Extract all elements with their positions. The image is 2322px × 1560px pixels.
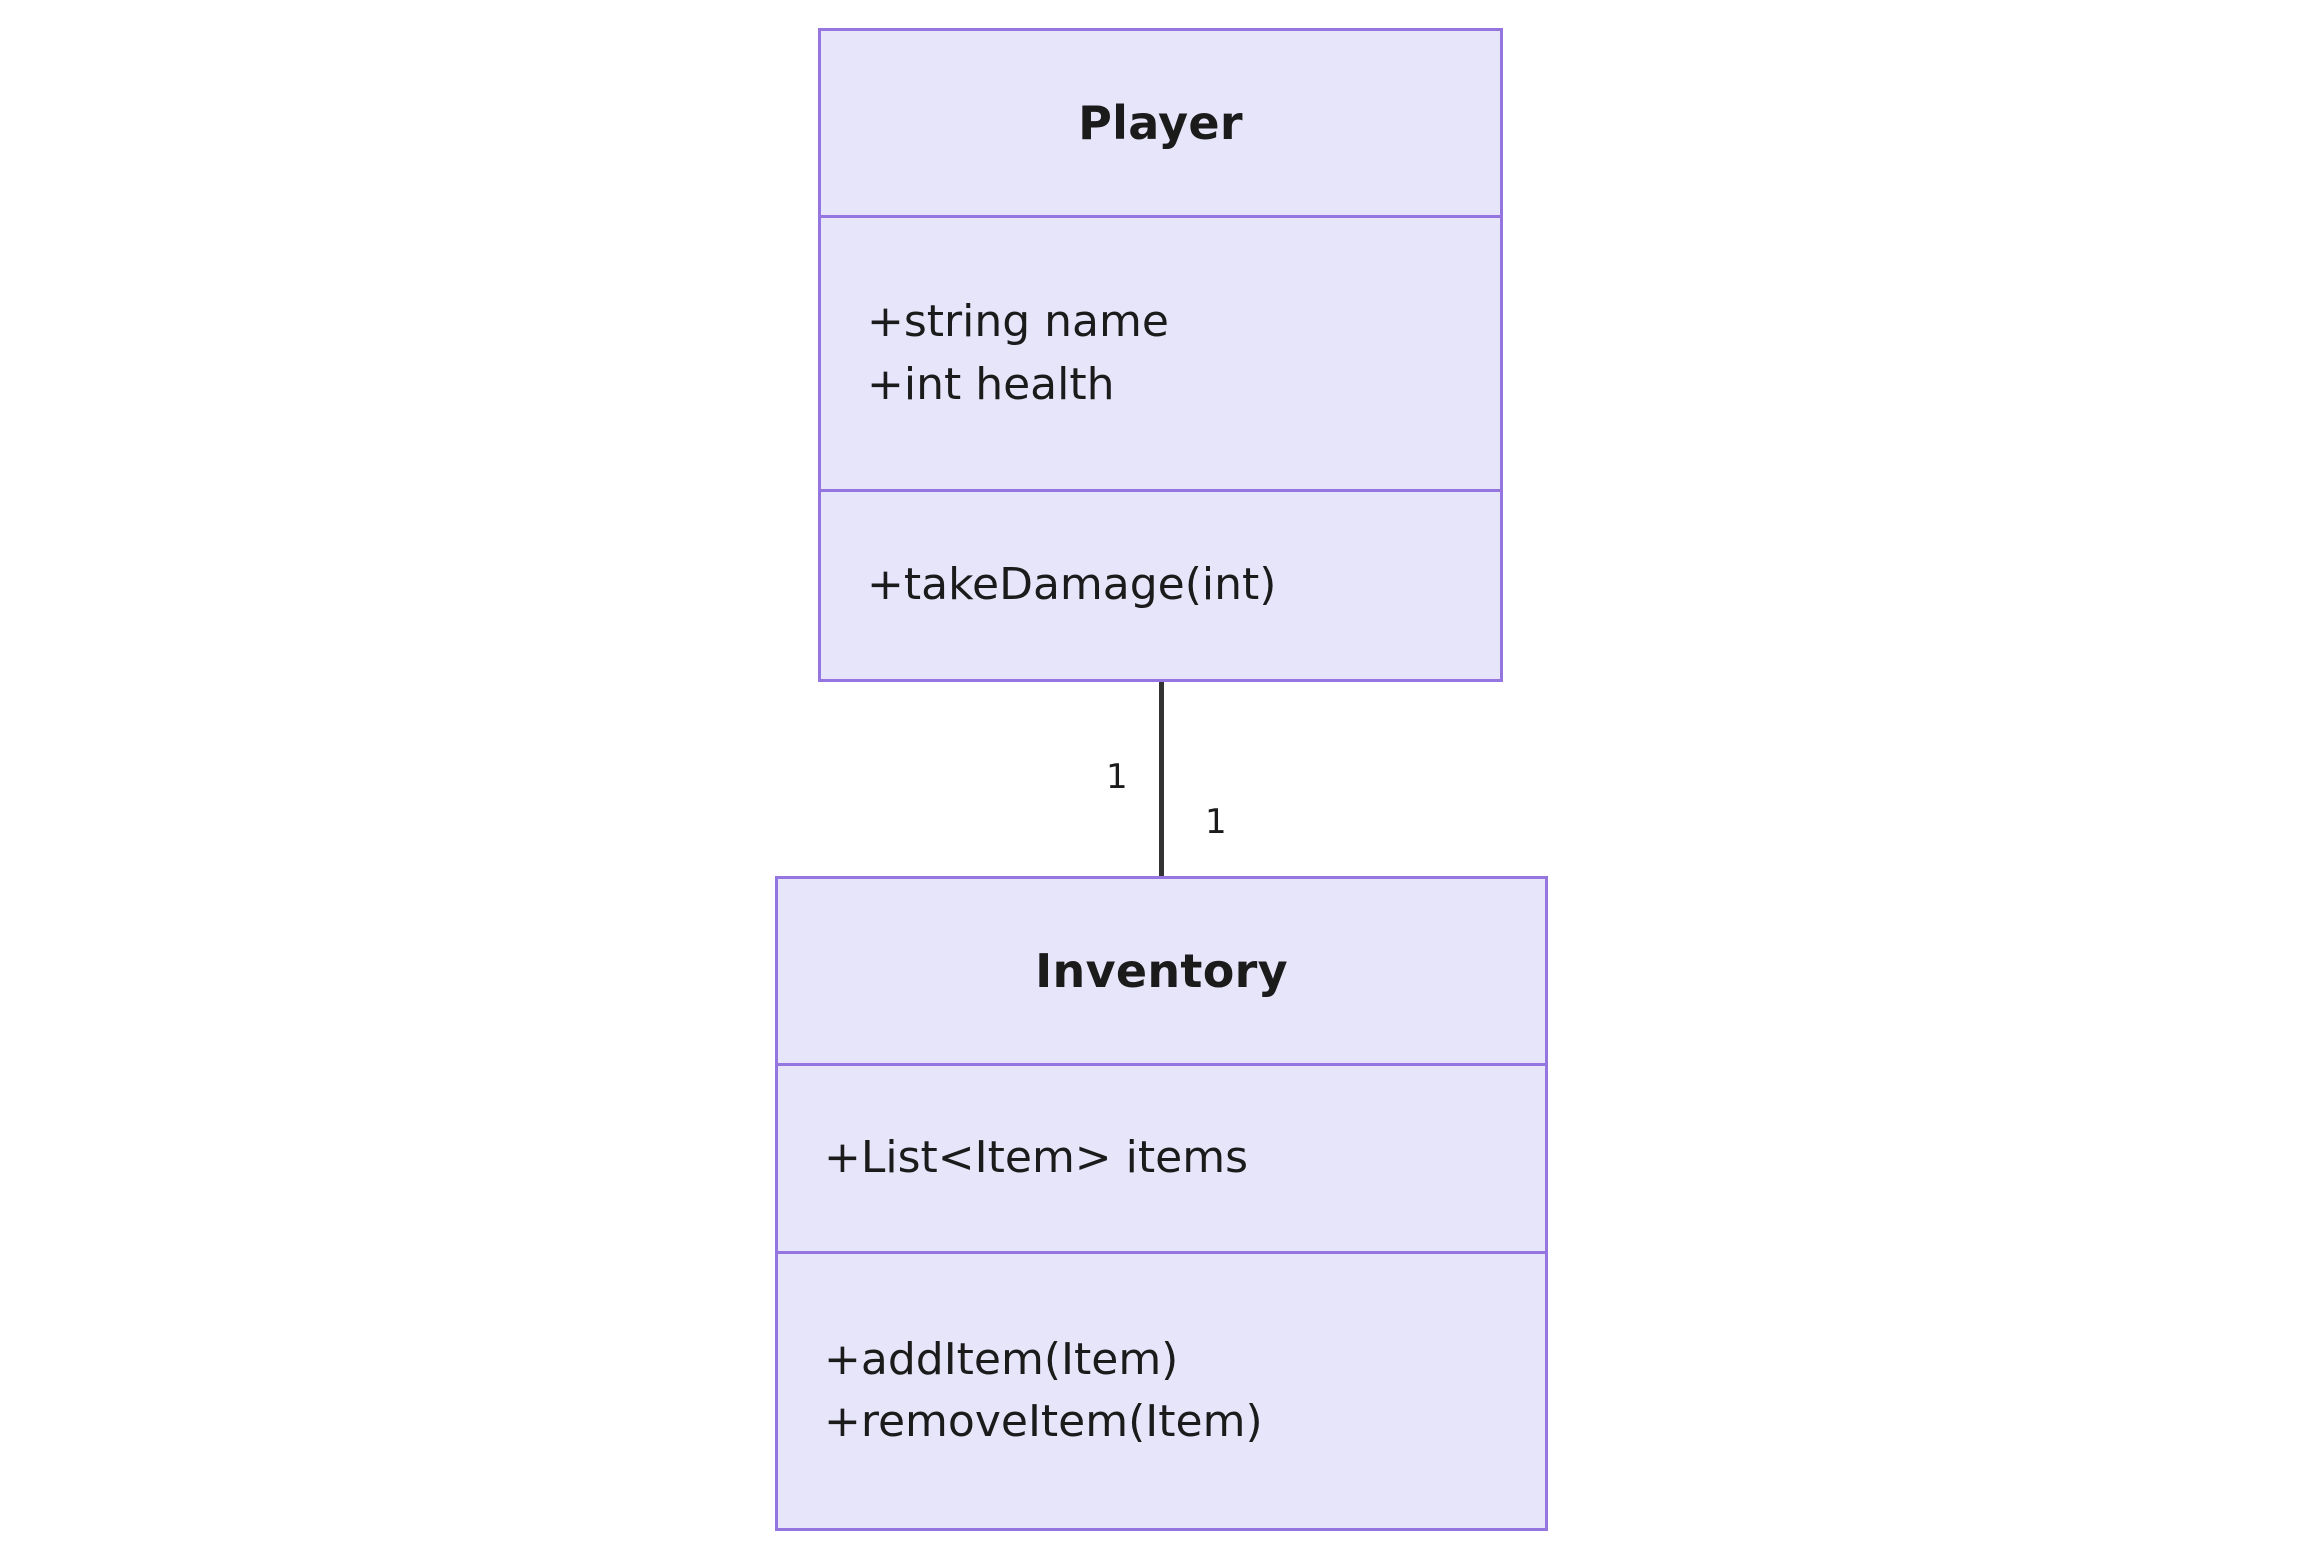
association-line-player-inventory — [1159, 682, 1164, 877]
uml-class-player[interactable]: Player +string name +int health +takeDam… — [818, 28, 1503, 682]
class-attributes-compartment-player: +string name +int health — [821, 215, 1500, 489]
class-methods-compartment-player: +takeDamage(int) — [821, 489, 1500, 679]
attribute-row: +List<Item> items — [824, 1132, 1248, 1184]
multiplicity-label-target: 1 — [1205, 802, 1227, 842]
class-title-player: Player — [1078, 95, 1243, 150]
class-title-inventory: Inventory — [1035, 943, 1288, 998]
uml-class-inventory[interactable]: Inventory +List<Item> items +addItem(Ite… — [775, 876, 1548, 1531]
class-name-compartment-inventory: Inventory — [778, 879, 1545, 1063]
attribute-row: +string name — [867, 296, 1169, 348]
method-row: +removeItem(Item) — [824, 1396, 1263, 1447]
class-attributes-compartment-inventory: +List<Item> items — [778, 1063, 1545, 1251]
method-row: +addItem(Item) — [824, 1333, 1179, 1385]
method-row: +takeDamage(int) — [867, 559, 1277, 611]
class-methods-compartment-inventory: +addItem(Item) +removeItem(Item) — [778, 1251, 1545, 1528]
multiplicity-label-source: 1 — [1106, 757, 1128, 797]
class-name-compartment-player: Player — [821, 31, 1500, 215]
attribute-row: +int health — [867, 358, 1115, 410]
